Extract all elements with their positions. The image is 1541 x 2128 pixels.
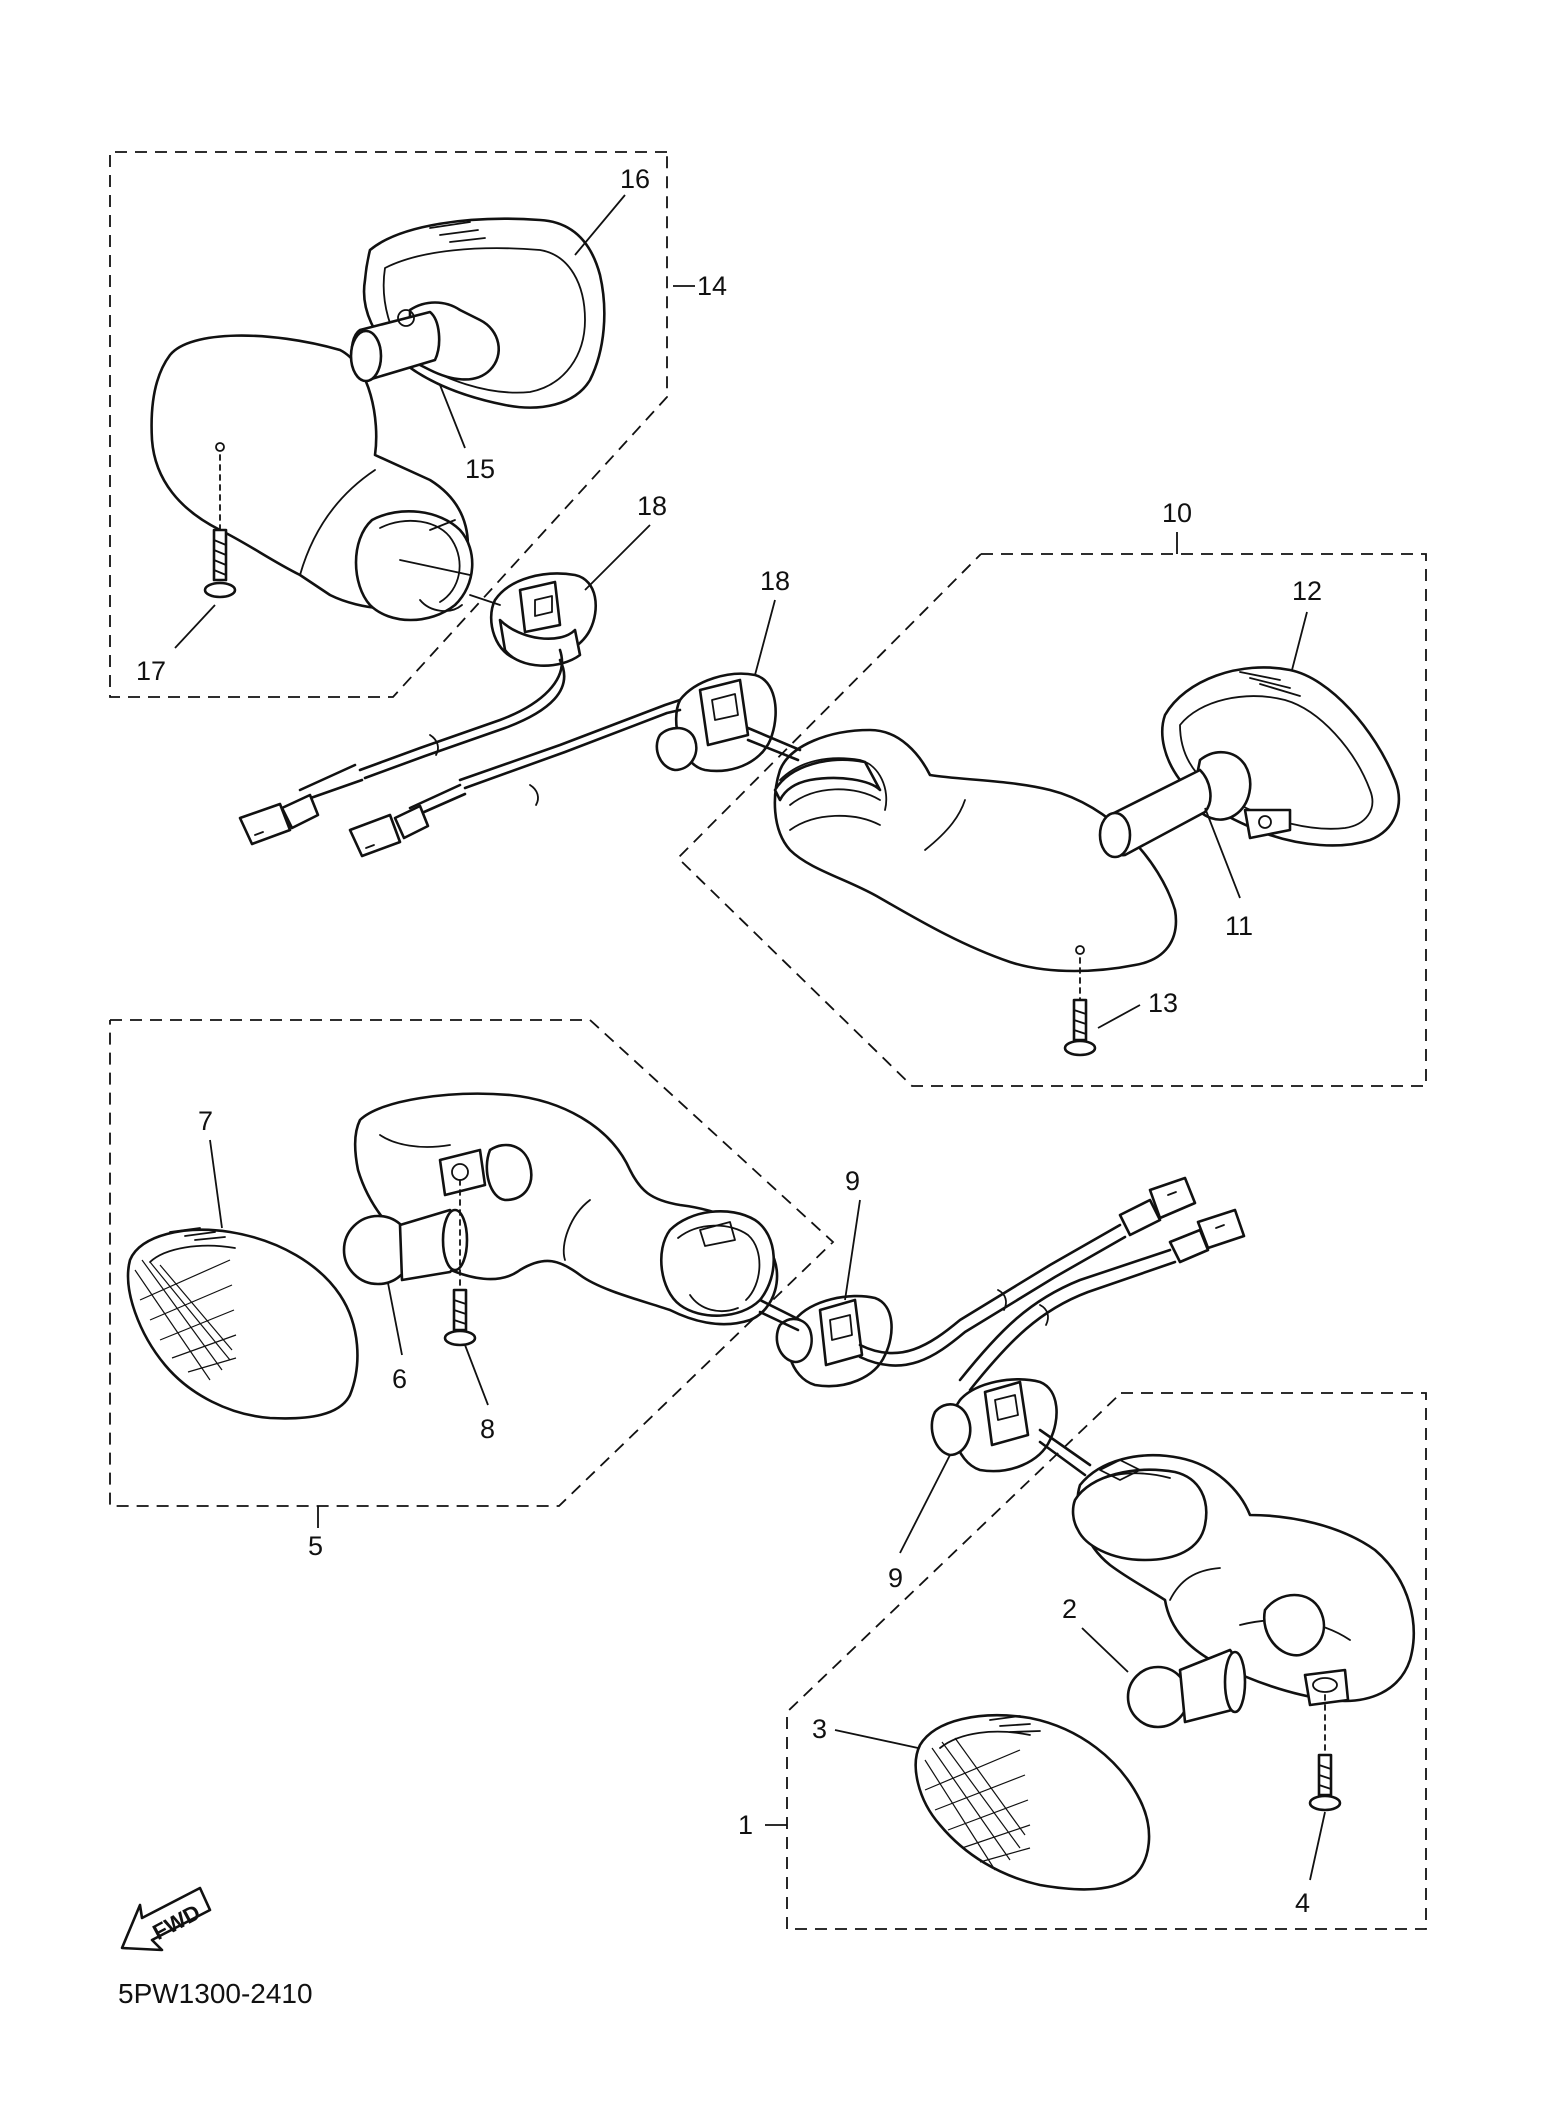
callout-18-mid: 18 <box>760 566 790 596</box>
front-flasher-body-left <box>353 1092 779 1326</box>
callout-6: 6 <box>392 1364 407 1394</box>
diagram-code: 5PW1300-2410 <box>118 1978 313 2009</box>
screw-13 <box>1063 945 1097 1057</box>
callout-4: 4 <box>1295 1888 1310 1918</box>
leader-lines <box>174 194 1326 1881</box>
callout-8: 8 <box>480 1414 495 1444</box>
wires-mid <box>758 1176 1246 1392</box>
front-flasher-body-right <box>773 728 1178 973</box>
callout-9-bottom: 9 <box>888 1563 903 1593</box>
callout-18-top: 18 <box>637 491 667 521</box>
screw-17 <box>203 442 237 599</box>
callout-11: 11 <box>1225 911 1253 941</box>
assembly-10-box <box>676 553 1427 1087</box>
lens-7 <box>126 1227 359 1420</box>
grommet-9-bottom <box>930 1378 1092 1477</box>
callout-17: 17 <box>136 656 166 686</box>
screw-8 <box>443 1179 477 1347</box>
callout-13: 13 <box>1148 988 1178 1018</box>
callout-3: 3 <box>812 1714 827 1744</box>
bulb-6 <box>342 1143 533 1286</box>
screw-4 <box>1308 1694 1342 1812</box>
bulb-15 <box>349 301 500 383</box>
grommet-9-top <box>775 1294 893 1388</box>
callout-14: 14 <box>697 271 727 301</box>
assembly-1-box <box>786 1392 1427 1930</box>
bulb-11 <box>1098 751 1292 859</box>
callout-15: 15 <box>465 454 495 484</box>
bulb-2 <box>1126 1593 1350 1729</box>
arrow-icon <box>120 1886 212 1952</box>
callout-12: 12 <box>1292 576 1322 606</box>
callout-16: 16 <box>620 164 650 194</box>
fwd-direction-arrow: FWD <box>120 1886 212 1952</box>
grommet-18-top <box>469 572 597 667</box>
callout-9-top: 9 <box>845 1166 860 1196</box>
callout-2: 2 <box>1062 1594 1077 1624</box>
lens-3 <box>914 1714 1151 1891</box>
wires-top <box>238 648 802 858</box>
callout-7: 7 <box>198 1106 213 1136</box>
rear-flasher-body-top <box>150 334 474 622</box>
callout-numbers: 16 14 15 18 17 10 18 12 11 13 7 6 8 9 5 … <box>136 164 1322 1918</box>
grommet-18-mid <box>655 672 777 773</box>
callout-1: 1 <box>738 1810 753 1840</box>
callout-5: 5 <box>308 1531 323 1561</box>
assembly-14-box <box>109 151 668 698</box>
callout-10: 10 <box>1162 498 1192 528</box>
assembly-5-box <box>109 1019 835 1507</box>
